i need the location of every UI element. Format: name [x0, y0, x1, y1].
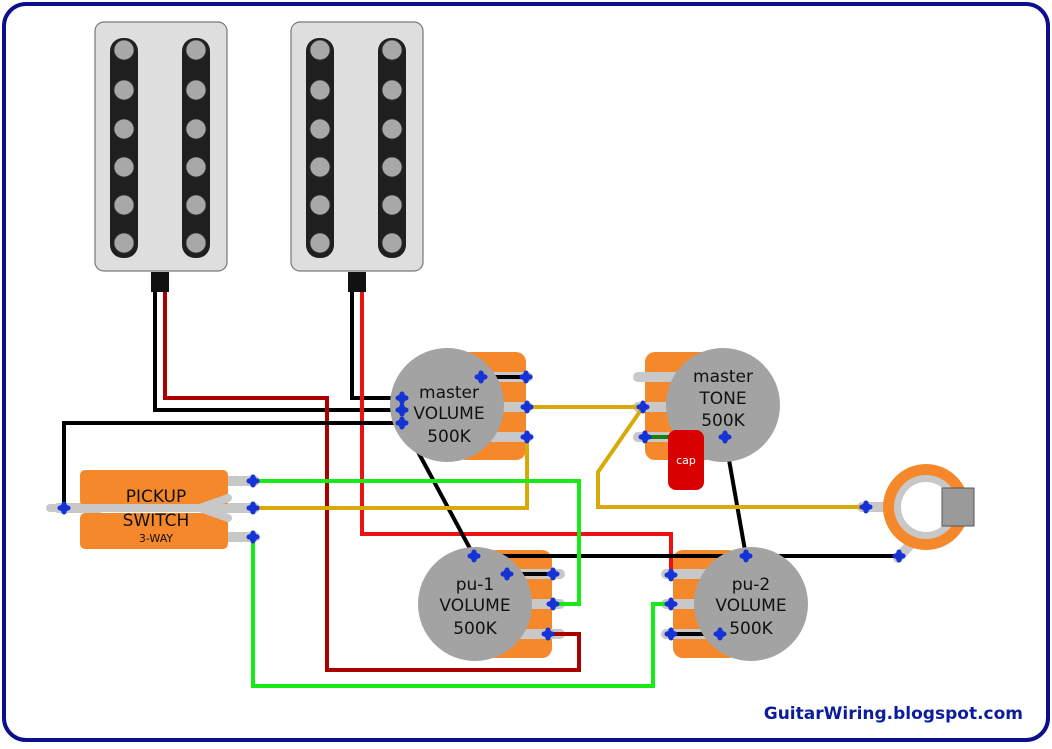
pot-label-line2: VOLUME: [413, 404, 484, 424]
pot-label-line1: pu-2: [732, 575, 771, 595]
pickup-bridge: [290, 21, 424, 272]
pot-pu1-volume: pu-1 VOLUME 500K: [418, 547, 532, 661]
pickup-bridge-lead-sleeve: [348, 272, 366, 292]
switch-labels: PICKUP SWITCH 3-WAY: [123, 487, 190, 545]
tone-capacitor: cap: [668, 430, 704, 490]
credit-text[interactable]: GuitarWiring.blogspot.com: [764, 704, 1023, 724]
wire-green-pu2: [251, 537, 671, 688]
pot-label-line3: 500K: [427, 427, 471, 447]
switch-label-line2: SWITCH: [123, 511, 190, 531]
wire-switch-common: [62, 421, 402, 508]
solder-joints: [57, 370, 906, 641]
pot-label-line1: master: [693, 367, 753, 387]
wire-neck-red: [163, 272, 581, 672]
pickup-neck: [94, 21, 228, 272]
wire-yellow-switch: [253, 437, 529, 510]
pot-label-line3: 500K: [729, 619, 773, 639]
capacitor-label: cap: [676, 454, 696, 467]
pot-label-line3: 500K: [453, 619, 497, 639]
pot-label-line1: master: [419, 383, 479, 403]
wire-bridge-black: [350, 272, 402, 400]
wire-green-pu1: [253, 479, 581, 606]
pickup-neck-lead-sleeve: [151, 272, 169, 292]
output-jack: [857, 464, 975, 563]
switch-label-line1: PICKUP: [126, 487, 187, 507]
switch-label-line3: 3-WAY: [139, 532, 173, 545]
pot-master-volume: master VOLUME 500K: [390, 348, 504, 462]
pot-label-line1: pu-1: [456, 575, 495, 595]
pot-label-line2: VOLUME: [439, 596, 510, 616]
pot-pu2-volume: pu-2 VOLUME 500K: [694, 547, 808, 661]
wire-yellow-jack: [596, 405, 866, 509]
wire-neck-black: [153, 272, 402, 412]
pot-label-line2: TONE: [698, 389, 746, 409]
pot-label-line3: 500K: [701, 411, 745, 431]
pot-label-line2: VOLUME: [715, 596, 786, 616]
